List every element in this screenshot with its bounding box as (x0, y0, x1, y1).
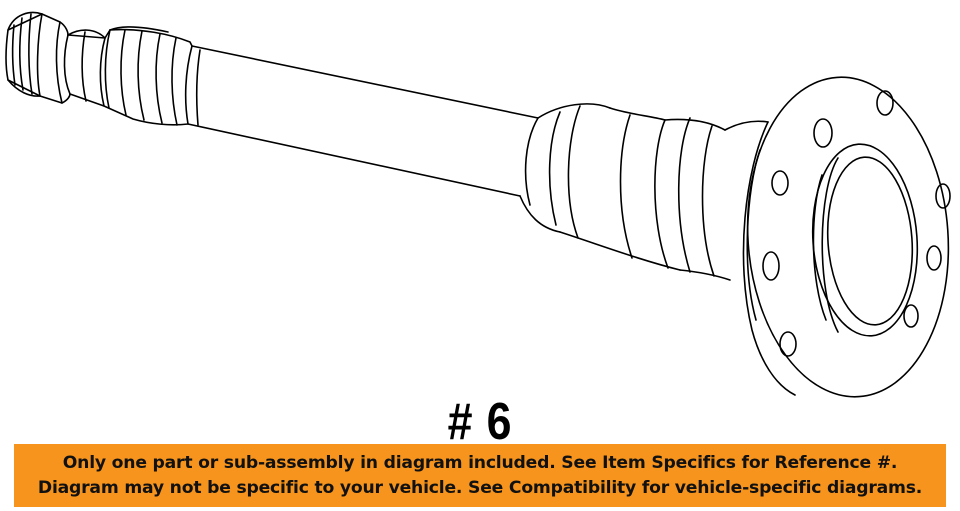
flange (742, 76, 951, 398)
disclaimer-line-2: Diagram may not be specific to your vehi… (37, 477, 923, 498)
disclaimer-banner: Only one part or sub-assembly in diagram… (14, 444, 946, 507)
disclaimer-line-1: Only one part or sub-assembly in diagram… (62, 452, 898, 473)
spline-end (5, 11, 193, 126)
reference-number-label: # 6 (447, 393, 513, 451)
bearing-section (519, 103, 769, 281)
shaft (187, 45, 539, 197)
